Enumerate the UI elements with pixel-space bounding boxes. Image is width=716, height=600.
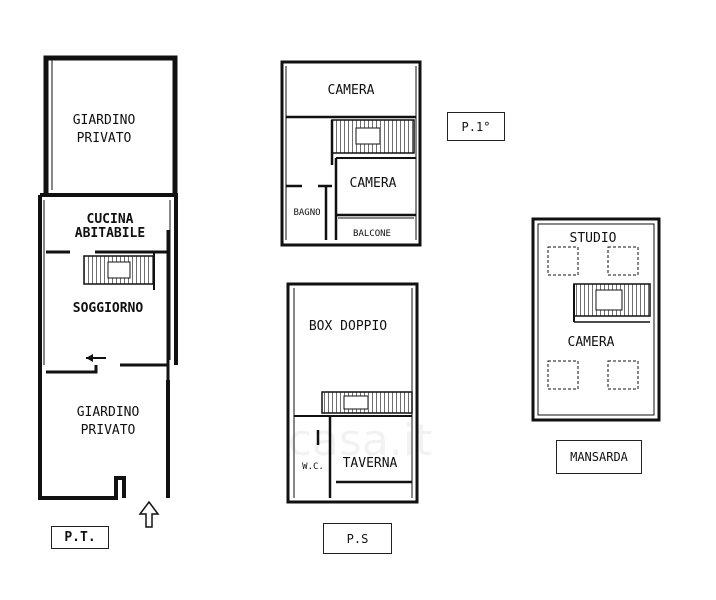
room-label-garden-bottom-1: GIARDINO [77,405,140,420]
room-label-living: SOGGIORNO [73,301,144,316]
attic-plan [531,217,661,422]
room-label-first-bedroom-top: CAMERA [328,83,375,98]
room-label-basement-tavern: TAVERNA [343,456,398,471]
room-label-kitchen-2: ABITABILE [75,226,145,241]
room-label-garden-bottom-2: PRIVATO [81,423,136,438]
floor-caption-first: P.1° [447,112,505,141]
watermark-text: casa.it [288,415,433,466]
floor-caption-attic: MANSARDA [556,440,642,474]
ground-floor-plan [38,55,178,528]
room-label-garden-top-1: GIARDINO [73,113,136,128]
room-label-first-bathroom: BAGNO [293,208,320,218]
floor-caption-ground: P.T. [51,526,109,549]
basement-plan [286,282,419,504]
room-label-first-balcony: BALCONE [353,229,391,239]
first-floor-plan [280,60,422,247]
room-label-attic-bedroom: CAMERA [568,335,615,350]
room-label-basement-garage: BOX DOPPIO [309,319,387,334]
room-label-kitchen-1: CUCINA [87,212,134,227]
floor-caption-basement: P.S [323,523,392,554]
room-label-first-bedroom-mid: CAMERA [350,176,397,191]
room-label-basement-wc: W.C. [302,462,324,472]
room-label-attic-study: STUDIO [570,231,617,246]
room-label-garden-top-2: PRIVATO [77,131,132,146]
